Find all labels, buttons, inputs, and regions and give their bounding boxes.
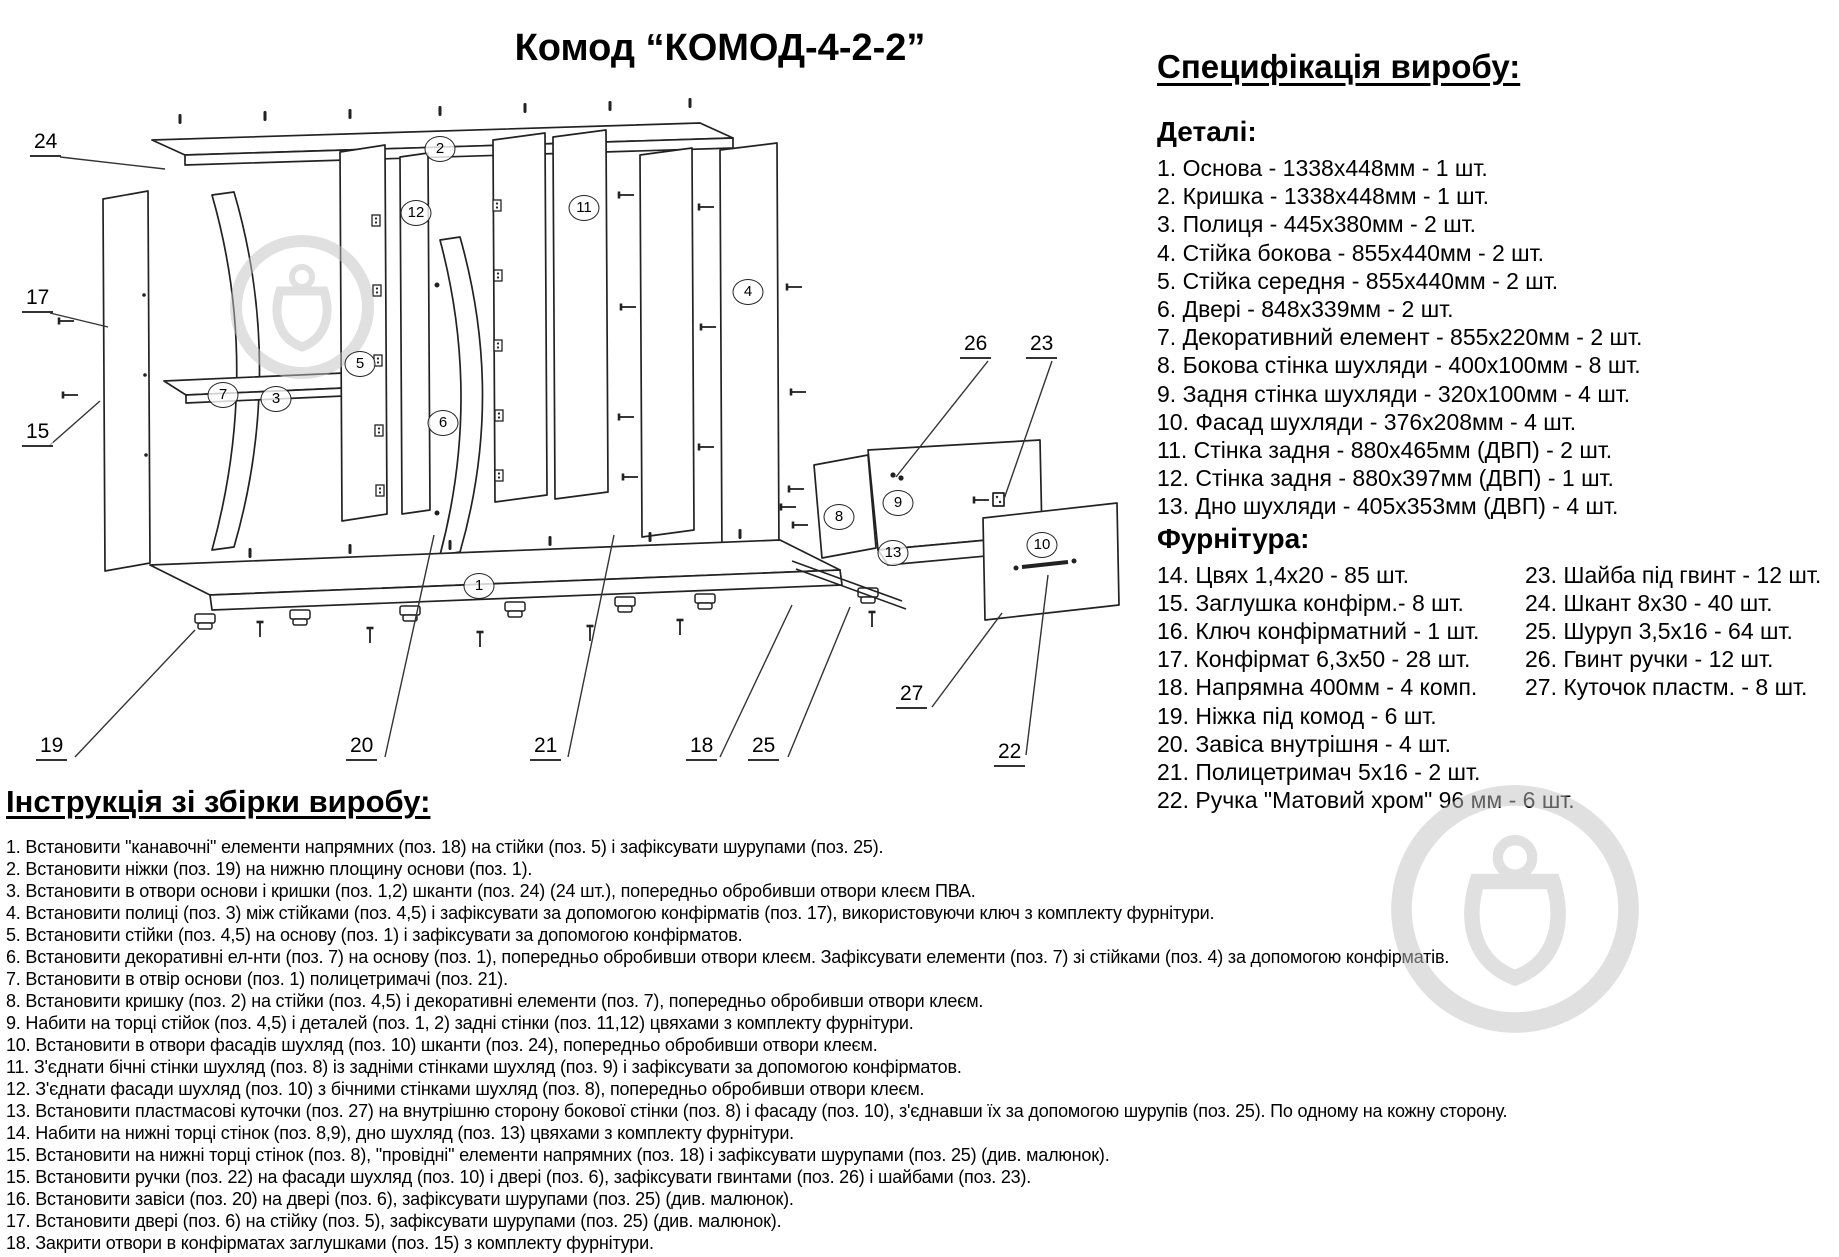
leader-lines: [49, 156, 1053, 758]
hardware-callout: 18: [686, 733, 718, 761]
detail-item: 6. Двері - 848х339мм - 2 шт.: [1157, 296, 1454, 323]
part-callout-circled: 12: [400, 200, 432, 226]
instruction-step: 11. З'єднати бічні стінки шухляд (поз. 8…: [6, 1057, 962, 1077]
part-callout-circled: 8: [823, 504, 855, 530]
assembly-instructions: Інструкція зі збірки виробу: 1. Встанови…: [6, 784, 1836, 1254]
hardware-list-right: 23. Шайба під гвинт - 12 шт.24. Шкант 8х…: [1525, 561, 1821, 815]
detail-item: 4. Стійка бокова - 855х440мм - 2 шт.: [1157, 239, 1545, 266]
detail-item: 7. Декоративний елемент - 855х220мм - 2 …: [1157, 324, 1643, 351]
detail-item: 8. Бокова стінка шухляди - 400х100мм - 8…: [1157, 352, 1641, 379]
part-callout-circled: 4: [732, 279, 764, 305]
part-callout-circled: 2: [424, 136, 456, 162]
watermark-logo: [230, 235, 374, 379]
part-left-door: [102, 190, 151, 572]
hardware-callout: 20: [346, 733, 378, 761]
specification-panel: Специфікація виробу: Деталі: 1. Основа -…: [1157, 48, 1839, 816]
instruction-step: 7. Встановити в отвір основи (поз. 1) по…: [6, 969, 508, 989]
hardware-callout: 17: [22, 285, 54, 313]
hardware-callout: 25: [748, 733, 780, 761]
hardware-callout: 19: [36, 733, 68, 761]
detail-item: 1. Основа - 1338х448мм - 1 шт.: [1157, 155, 1488, 181]
part-back-wall-12: [399, 152, 431, 515]
hardware-callout: 22: [994, 739, 1026, 767]
instructions-heading: Інструкція зі збірки виробу:: [6, 784, 431, 819]
instruction-step: 5. Встановити стійки (поз. 4,5) на основ…: [6, 925, 743, 945]
instruction-step: 14. Набити на нижні торці стінок (поз. 8…: [6, 1123, 794, 1143]
part-callout-circled: 3: [260, 386, 292, 412]
specification-heading: Специфікація виробу:: [1157, 48, 1521, 85]
instruction-step: 10. Встановити в отвори фасадів шухляд (…: [6, 1035, 878, 1055]
instruction-step: 13. Встановити пластмасові куточки (поз.…: [6, 1101, 1508, 1121]
hardware-item: 14. Цвях 1,4х20 - 85 шт.: [1157, 561, 1409, 588]
detail-item: 13. Дно шухляди - 405х353мм (ДВП) - 4 шт…: [1157, 493, 1619, 520]
hardware-item: 20. Завіса внутрішня - 4 шт.: [1157, 730, 1451, 757]
diagram-drawing: [49, 98, 1120, 758]
hardware-callout: 15: [22, 419, 54, 447]
part-callout-circled: 9: [882, 490, 914, 516]
detail-item: 5. Стійка середня - 855х440мм - 2 шт.: [1157, 267, 1559, 294]
part-inner-panel: [492, 132, 548, 503]
instruction-step: 15. Встановити ручки (поз. 22) на фасади…: [6, 1167, 1032, 1187]
page-title: Комод “КОМОД-4-2-2”: [514, 27, 926, 70]
hardware-item: 26. Гвинт ручки - 12 шт.: [1525, 646, 1774, 673]
instruction-step: 17. Встановити двері (поз. 6) на стійку …: [6, 1211, 782, 1231]
part-callout-circled: 1: [463, 573, 495, 599]
part-back-wall-11: [552, 129, 609, 500]
instruction-step: 2. Встановити ніжки (поз. 19) на нижню п…: [6, 859, 533, 879]
detail-item: 2. Кришка - 1338х448мм - 1 шт.: [1157, 183, 1489, 210]
part-callout-circled: 6: [427, 410, 459, 436]
hardware-item: 18. Напрямна 400мм - 4 комп.: [1157, 674, 1478, 701]
instruction-step: 12. З'єднати фасади шухляд (поз. 10) з б…: [6, 1079, 925, 1099]
part-drawer-facade: [982, 502, 1120, 621]
hardware-item: 21. Полицетримач 5х16 - 2 шт.: [1157, 759, 1481, 786]
detail-item: 10. Фасад шухляди - 376х208мм - 4 шт.: [1157, 408, 1577, 435]
hardware-item: 15. Заглушка конфірм.- 8 шт.: [1157, 589, 1464, 616]
instruction-step: 3. Встановити в отвори основи і кришки (…: [6, 881, 976, 901]
instruction-step: 16. Встановити завіси (поз. 20) на двері…: [6, 1189, 794, 1209]
hardware-callout: 23: [1026, 331, 1058, 359]
hardware-item: 27. Куточок пластм. - 8 шт.: [1525, 674, 1808, 701]
instruction-step: 9. Набити на торці стійок (поз. 4,5) і д…: [6, 1013, 914, 1033]
hardware-callout: 27: [896, 681, 928, 709]
detail-item: 9. Задня стінка шухляди - 320х100мм - 4 …: [1157, 380, 1631, 407]
detail-item: 12. Стінка задня - 880х397мм (ДВП) - 1 ш…: [1157, 465, 1614, 492]
instruction-step: 18. Закрити отвори в конфірматах заглушк…: [6, 1233, 654, 1253]
hardware-columns: 14. Цвях 1,4х20 - 85 шт.15. Заглушка кон…: [1157, 561, 1839, 817]
hardware-item: 25. Шуруп 3,5х16 - 64 шт.: [1525, 618, 1793, 645]
details-heading: Деталі:: [1157, 116, 1257, 147]
hardware-item: 19. Ніжка під комод - 6 шт.: [1157, 702, 1437, 729]
instruction-step: 1. Встановити "канавочні" елементи напря…: [6, 837, 884, 857]
part-callout-circled: 5: [344, 351, 376, 377]
details-list: 1. Основа - 1338х448мм - 1 шт.2. Кришка …: [1157, 154, 1839, 521]
part-callout-circled: 7: [207, 382, 239, 408]
instruction-step: 15. Встановити на нижні торці стінок (по…: [6, 1145, 1110, 1165]
instruction-step: 6. Встановити декоративні ел-нти (поз. 7…: [6, 947, 1450, 967]
part-callout-circled: 11: [568, 195, 600, 221]
instruction-step: 8. Встановити кришку (поз. 2) на стійки …: [6, 991, 984, 1011]
hardware-item: 16. Ключ конфірматний - 1 шт.: [1157, 618, 1480, 645]
instruction-step: 4. Встановити полиці (поз. 3) між стійка…: [6, 903, 1215, 923]
part-callout-circled: 10: [1026, 532, 1058, 558]
hardware-callout: 26: [960, 331, 992, 359]
hardware-item: 24. Шкант 8х30 - 40 шт.: [1525, 589, 1773, 616]
detail-item: 11. Стінка задня - 880х465мм (ДВП) - 2 ш…: [1157, 437, 1613, 464]
instructions-list: 1. Встановити "канавочні" елементи напря…: [6, 836, 1836, 1254]
hardware-list-left: 14. Цвях 1,4х20 - 85 шт.15. Заглушка кон…: [1157, 561, 1575, 815]
part-callout-circled: 13: [877, 540, 909, 566]
hardware-callout: 24: [30, 129, 62, 157]
hardware-heading: Фурнітура:: [1157, 522, 1310, 554]
detail-item: 3. Полиця - 445х380мм - 2 шт.: [1157, 211, 1477, 238]
hardware-item: 17. Конфірмат 6,3х50 - 28 шт.: [1157, 646, 1471, 673]
part-side-stand-left: [639, 147, 695, 538]
hardware-item: 23. Шайба під гвинт - 12 шт.: [1525, 561, 1822, 588]
hardware-callout: 21: [530, 733, 562, 761]
